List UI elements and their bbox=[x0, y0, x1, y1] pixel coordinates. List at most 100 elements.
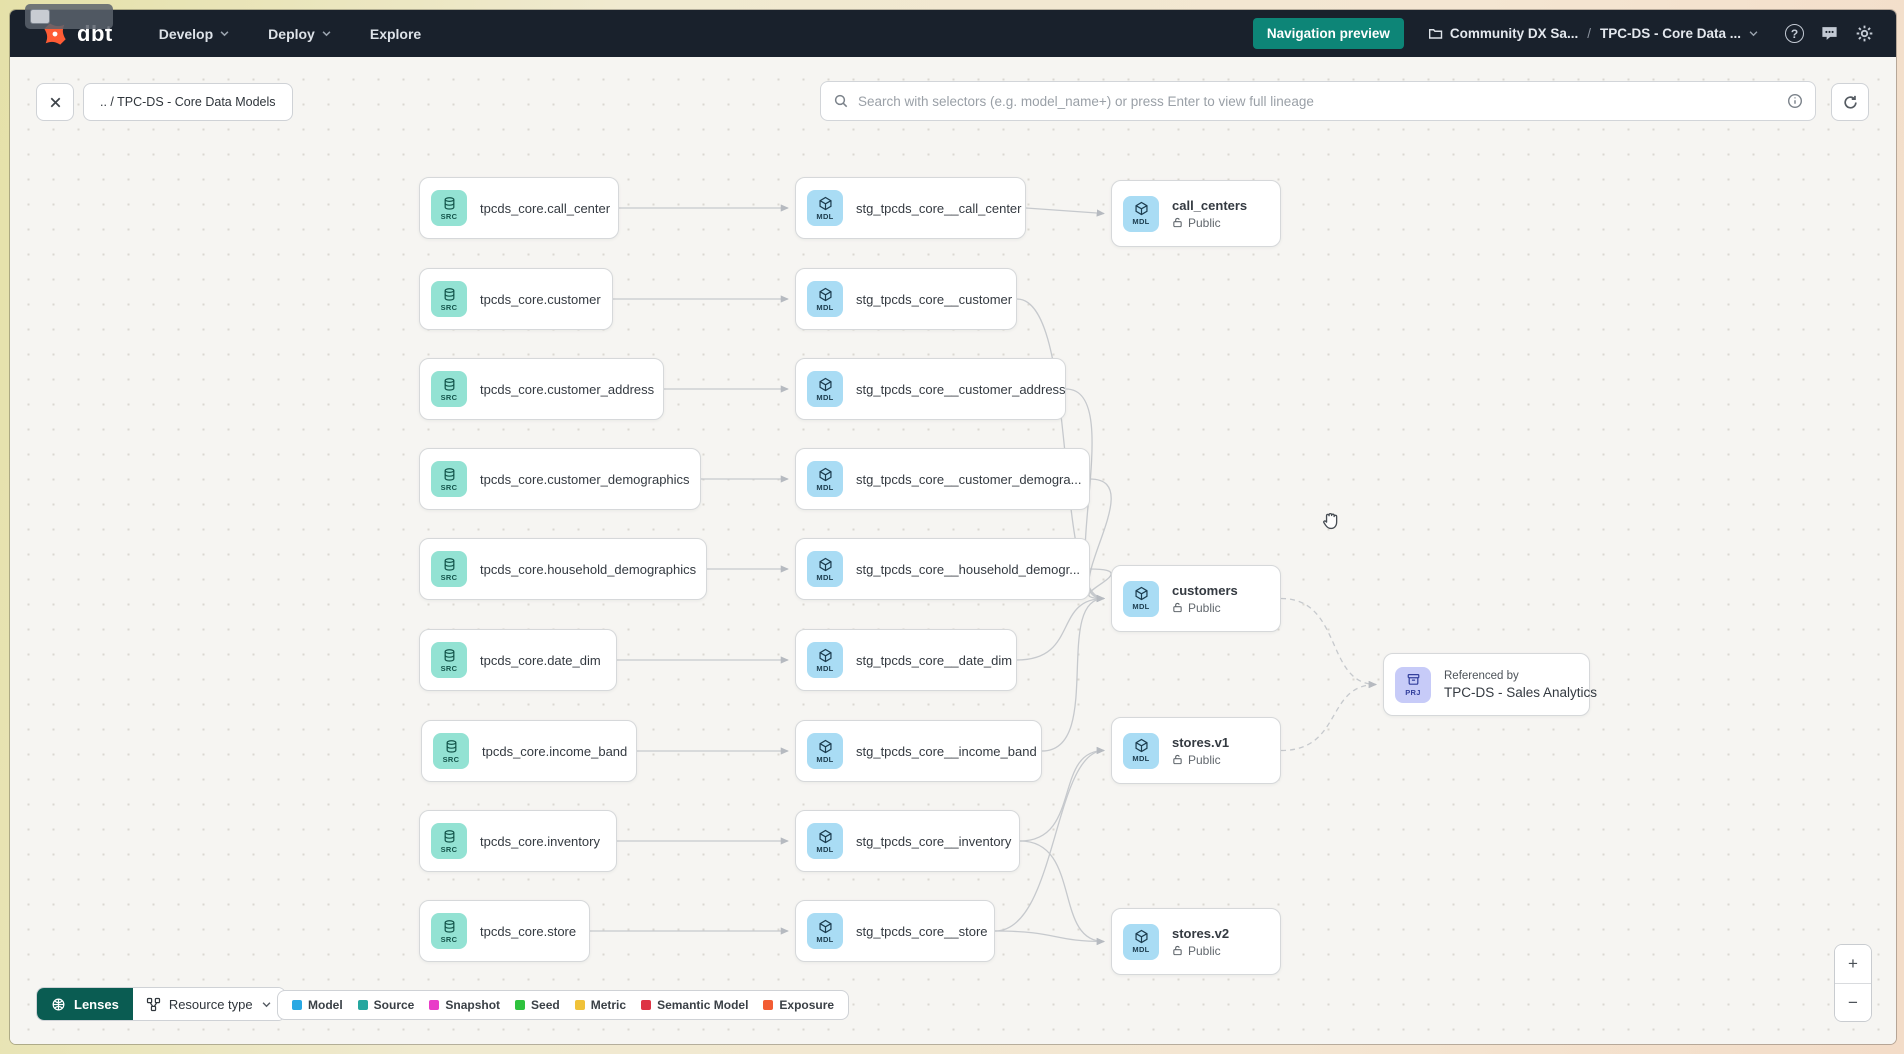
chevron-down-icon bbox=[262, 1001, 271, 1007]
model-cube-icon: MDL bbox=[1123, 580, 1159, 617]
legend-swatch bbox=[763, 1000, 774, 1010]
close-lineage-button[interactable] bbox=[36, 83, 74, 121]
top-navigation-bar: dbt Develop Deploy Explore Navigation pr… bbox=[10, 10, 1896, 57]
zoom-controls: + − bbox=[1834, 944, 1872, 1022]
model-cube-icon: MDL bbox=[807, 733, 843, 769]
node-label: tpcds_core.customer_address bbox=[480, 381, 655, 397]
legend-swatch bbox=[357, 1000, 368, 1010]
breadcrumb-page[interactable]: TPC-DS - Core Data ... bbox=[1600, 26, 1759, 41]
lineage-node-src_call_center[interactable]: SRC tpcds_core.call_center bbox=[419, 177, 619, 239]
legend-item-semantic-model: Semantic Model bbox=[641, 998, 748, 1012]
zoom-in-button[interactable]: + bbox=[1835, 945, 1871, 983]
model-cube-icon: MDL bbox=[807, 913, 843, 949]
legend-swatch bbox=[641, 1000, 652, 1010]
database-icon: SRC bbox=[433, 733, 469, 769]
node-label: tpcds_core.call_center bbox=[480, 200, 611, 216]
topbar-right-cluster: Navigation preview Community DX Sa... / … bbox=[1252, 18, 1874, 49]
feedback-chat-icon[interactable] bbox=[1820, 24, 1839, 43]
refresh-icon bbox=[1843, 95, 1857, 109]
primary-nav: Develop Deploy Explore bbox=[159, 26, 422, 42]
node-label: stg_tpcds_core__household_demogr... bbox=[856, 561, 1081, 577]
lineage-node-src_income_band[interactable]: SRC tpcds_core.income_band bbox=[421, 720, 637, 782]
nav-explore[interactable]: Explore bbox=[369, 25, 422, 42]
model-cube-icon: MDL bbox=[807, 281, 843, 317]
screen-share-indicator bbox=[25, 4, 113, 29]
database-icon: SRC bbox=[431, 823, 467, 859]
legend-item-seed: Seed bbox=[515, 998, 560, 1012]
node-label: call_centers bbox=[1172, 197, 1248, 213]
model-cube-icon: MDL bbox=[807, 642, 843, 678]
lineage-node-src_customer_demographics[interactable]: SRC tpcds_core.customer_demographics bbox=[419, 448, 701, 510]
dbt-cloud-app: dbt Develop Deploy Explore Navigation pr… bbox=[10, 10, 1896, 1044]
settings-gear-icon[interactable] bbox=[1855, 24, 1874, 43]
database-icon: SRC bbox=[431, 461, 467, 497]
node-label: stg_tpcds_core__call_center bbox=[856, 200, 1022, 216]
database-icon: SRC bbox=[431, 371, 467, 407]
database-icon: SRC bbox=[431, 913, 467, 949]
resource-graph-icon bbox=[146, 997, 160, 1011]
node-label: stg_tpcds_core__inventory bbox=[856, 833, 1012, 849]
screen-share-thumbnail bbox=[30, 9, 50, 24]
node-label: tpcds_core.income_band bbox=[482, 743, 628, 759]
model-cube-icon: MDL bbox=[807, 190, 843, 226]
lineage-search-input[interactable] bbox=[858, 93, 1778, 109]
search-icon bbox=[833, 93, 849, 109]
lineage-searchbar bbox=[820, 81, 1816, 121]
chevron-down-icon bbox=[322, 31, 331, 37]
lineage-node-mdl_call_center[interactable]: MDL stg_tpcds_core__call_center bbox=[795, 177, 1026, 239]
help-icon[interactable]: ? bbox=[1785, 24, 1804, 43]
legend-item-model: Model bbox=[292, 998, 343, 1012]
legend-swatch bbox=[292, 1000, 302, 1010]
node-label: tpcds_core.inventory bbox=[480, 833, 600, 849]
topbar-icons: ? bbox=[1785, 24, 1874, 43]
lineage-breadcrumb-chip[interactable]: .. / TPC-DS - Core Data Models bbox=[83, 83, 293, 121]
node-label: stg_tpcds_core__income_band bbox=[856, 743, 1037, 759]
lenses-button[interactable]: Lenses bbox=[37, 988, 133, 1020]
lineage-node-mdl_customer_demographics[interactable]: MDL stg_tpcds_core__customer_demogra... bbox=[795, 448, 1090, 510]
lineage-node-src_customer_address[interactable]: SRC tpcds_core.customer_address bbox=[419, 358, 664, 420]
lens-icon bbox=[52, 998, 65, 1010]
unlock-icon bbox=[1173, 217, 1182, 228]
zoom-out-button[interactable]: − bbox=[1835, 983, 1871, 1021]
refresh-lineage-button[interactable] bbox=[1831, 83, 1869, 121]
nav-deploy[interactable]: Deploy bbox=[268, 26, 332, 42]
close-icon bbox=[50, 97, 60, 107]
lineage-node-src_inventory[interactable]: SRC tpcds_core.inventory bbox=[419, 810, 617, 872]
navigation-preview-button[interactable]: Navigation preview bbox=[1252, 18, 1404, 49]
lineage-node-mdl_date_dim[interactable]: MDL stg_tpcds_core__date_dim bbox=[795, 629, 1017, 691]
node-label: stg_tpcds_core__customer_demogra... bbox=[856, 471, 1082, 487]
project-package-icon: PRJ bbox=[1395, 666, 1431, 703]
lineage-edges bbox=[590, 204, 1377, 946]
legend-item-source: Source bbox=[357, 998, 414, 1012]
lens-controls: Lenses Resource type bbox=[36, 987, 286, 1021]
node-label: tpcds_core.customer_demographics bbox=[480, 471, 690, 487]
nav-develop[interactable]: Develop bbox=[159, 26, 230, 42]
info-icon[interactable] bbox=[1787, 93, 1803, 109]
node-label: stores.v2 bbox=[1172, 925, 1230, 941]
model-cube-icon: MDL bbox=[807, 461, 843, 497]
node-access-label: Public bbox=[1172, 753, 1229, 767]
breadcrumb-project[interactable]: Community DX Sa... bbox=[1428, 26, 1578, 41]
resource-type-dropdown[interactable]: Resource type bbox=[132, 988, 285, 1020]
database-icon: SRC bbox=[431, 190, 467, 226]
unlock-icon bbox=[1173, 945, 1182, 956]
legend-item-snapshot: Snapshot bbox=[429, 998, 500, 1012]
lineage-node-mdl_income_band[interactable]: MDL stg_tpcds_core__income_band bbox=[795, 720, 1042, 782]
node-access-label: Public bbox=[1172, 944, 1229, 958]
node-label: stg_tpcds_core__date_dim bbox=[856, 652, 1013, 668]
